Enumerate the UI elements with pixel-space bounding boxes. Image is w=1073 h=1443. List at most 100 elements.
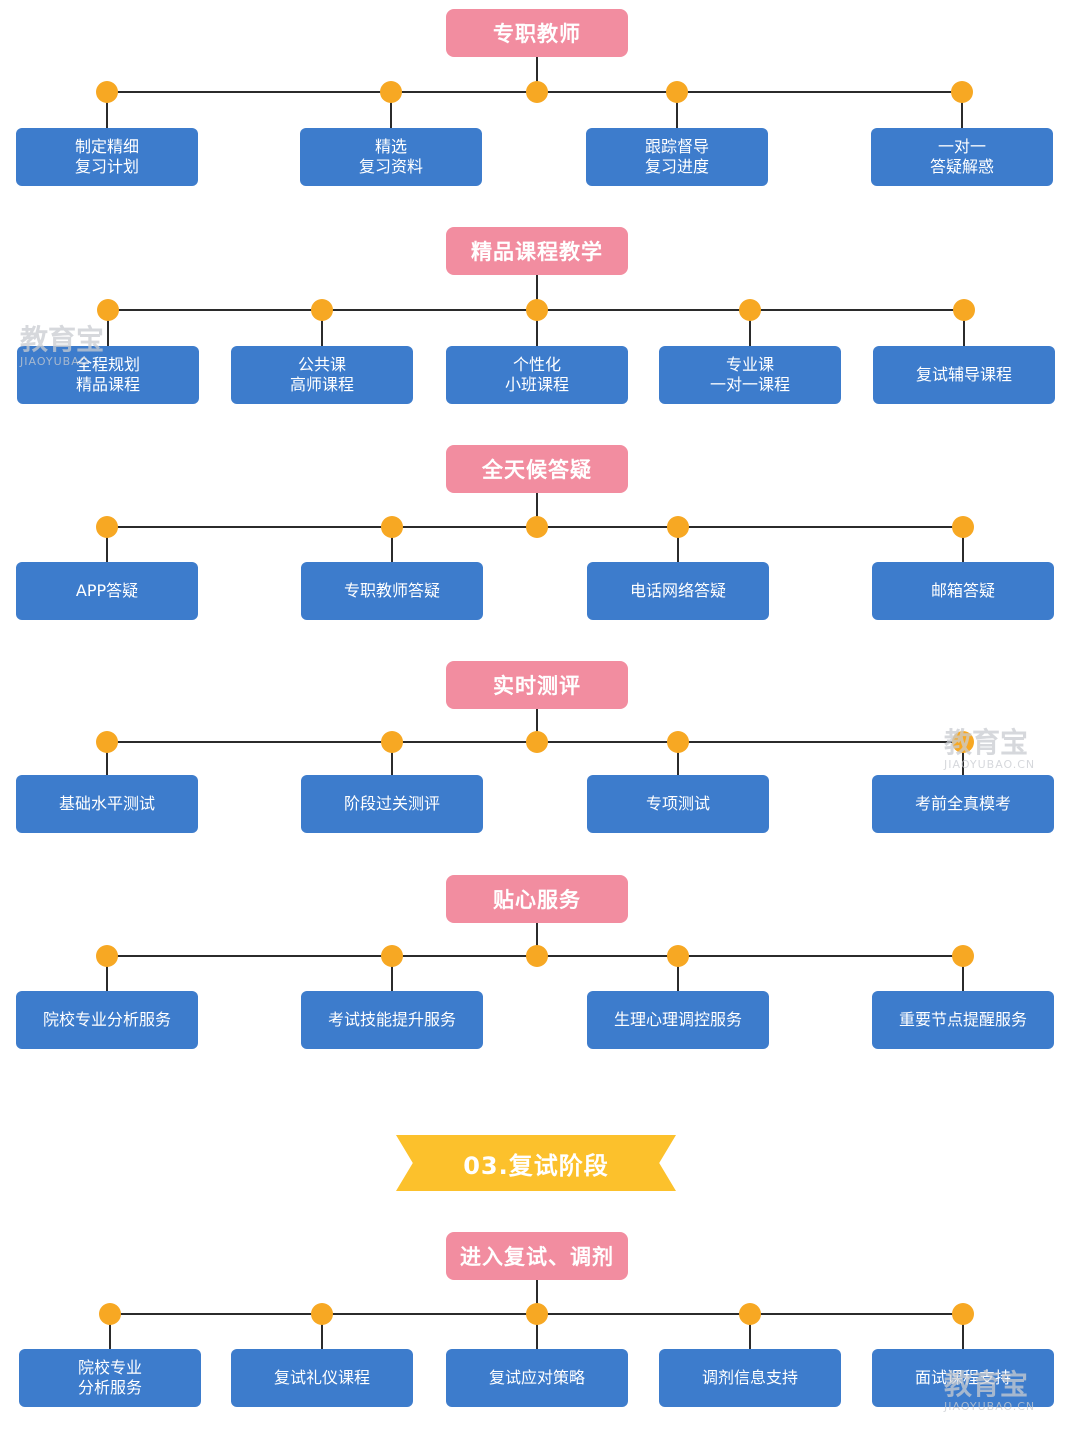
service-item-box: 制定精细复习计划 (16, 128, 198, 186)
node-dot (952, 945, 974, 967)
item-connector (677, 742, 679, 775)
node-dot (526, 299, 548, 321)
section-title: 精品课程教学 (446, 227, 628, 275)
item-connector (106, 92, 108, 128)
node-dot (952, 1303, 974, 1325)
service-item-label: 高师课程 (289, 375, 354, 394)
item-connector (962, 1314, 964, 1349)
node-dot (97, 299, 119, 321)
item-connector (961, 92, 963, 128)
service-item-label: 生理心理调控服务 (613, 1010, 742, 1029)
stage-banner-label: 03.复试阶段 (463, 1151, 609, 1180)
section-title-label: 全天候答疑 (482, 458, 592, 482)
node-dot (311, 299, 333, 321)
item-connector (106, 527, 108, 562)
title-connector (536, 493, 538, 527)
service-item-label: 分析服务 (77, 1378, 142, 1397)
node-dot (666, 81, 688, 103)
service-item-box: 重要节点提醒服务 (872, 991, 1054, 1049)
service-item-label: 小班课程 (504, 375, 569, 394)
node-dot (96, 81, 118, 103)
node-dot (381, 945, 403, 967)
item-connector (106, 742, 108, 775)
service-item-label: 基础水平测试 (58, 794, 155, 813)
service-item-box: 院校专业分析服务 (19, 1349, 201, 1407)
junction-dot (526, 516, 548, 538)
service-item-box: 调剂信息支持 (659, 1349, 841, 1407)
service-item-label: 电话网络答疑 (629, 581, 726, 600)
item-connector (962, 742, 964, 775)
service-item-label: 专职教师答疑 (343, 581, 440, 600)
item-connector (536, 310, 538, 346)
service-item-label: 一对一课程 (709, 375, 790, 394)
service-item-label: 复习进度 (644, 157, 709, 176)
service-item-box: 电话网络答疑 (587, 562, 769, 620)
node-dot (99, 1303, 121, 1325)
node-dot (667, 945, 689, 967)
service-item-label: 个性化 (512, 355, 561, 374)
service-item-box: 公共课高师课程 (231, 346, 413, 404)
item-connector (677, 527, 679, 562)
node-dot (739, 1303, 761, 1325)
service-item-label: 阶段过关测评 (343, 794, 440, 813)
service-item-label: 跟踪督导 (644, 137, 709, 156)
title-connector (536, 1280, 538, 1314)
item-connector (321, 1314, 323, 1349)
section-title: 全天候答疑 (446, 445, 628, 493)
service-item-label: 公共课 (297, 355, 346, 374)
service-item-box: 个性化小班课程 (446, 346, 628, 404)
section-title-label: 进入复试、调剂 (460, 1245, 614, 1269)
item-connector (391, 742, 393, 775)
service-item-label: 专业课 (725, 355, 774, 374)
section-title-label: 贴心服务 (493, 888, 581, 912)
item-connector (109, 1314, 111, 1349)
service-item-box: 基础水平测试 (16, 775, 198, 833)
title-connector (536, 57, 538, 92)
service-item-box: 专职教师答疑 (301, 562, 483, 620)
service-item-label: 面试课程支持 (914, 1368, 1011, 1387)
service-item-label: 复习计划 (74, 157, 139, 176)
watermark-text: JIAOYUBAO.CN (944, 758, 1036, 771)
service-item-box: 考试技能提升服务 (301, 991, 483, 1049)
section-title: 贴心服务 (446, 875, 628, 923)
service-item-box: 复试应对策略 (446, 1349, 628, 1407)
service-item-label: 精选 (374, 137, 407, 156)
item-connector (962, 527, 964, 562)
node-dot (96, 731, 118, 753)
node-dot (311, 1303, 333, 1325)
service-item-label: 全程规划 (75, 355, 140, 374)
section-title: 实时测评 (446, 661, 628, 709)
title-connector (536, 275, 538, 310)
service-item-box: 跟踪督导复习进度 (586, 128, 768, 186)
item-connector (963, 310, 965, 346)
item-connector (107, 310, 109, 346)
node-dot (953, 299, 975, 321)
item-connector (536, 1314, 538, 1349)
item-connector (390, 92, 392, 128)
node-dot (952, 731, 974, 753)
title-connector (536, 709, 538, 742)
service-item-box: 阶段过关测评 (301, 775, 483, 833)
section-title: 专职教师 (446, 9, 628, 57)
node-dot (667, 516, 689, 538)
section-title-label: 精品课程教学 (471, 240, 603, 264)
item-connector (749, 310, 751, 346)
service-item-label: 答疑解惑 (929, 157, 994, 176)
title-connector (536, 923, 538, 956)
service-item-box: 复试礼仪课程 (231, 1349, 413, 1407)
service-item-box: 面试课程支持 (872, 1349, 1054, 1407)
item-connector (962, 956, 964, 991)
node-dot (96, 945, 118, 967)
item-connector (391, 956, 393, 991)
service-item-box: 精选复习资料 (300, 128, 482, 186)
item-connector (677, 956, 679, 991)
service-item-box: 一对一答疑解惑 (871, 128, 1053, 186)
service-item-label: 专项测试 (645, 794, 710, 813)
service-item-label: 考前全真模考 (914, 794, 1011, 813)
item-connector (676, 92, 678, 128)
service-item-label: 精品课程 (75, 375, 140, 394)
junction-dot (526, 81, 548, 103)
item-connector (106, 956, 108, 991)
service-item-box: APP答疑 (16, 562, 198, 620)
service-item-box: 专业课一对一课程 (659, 346, 841, 404)
